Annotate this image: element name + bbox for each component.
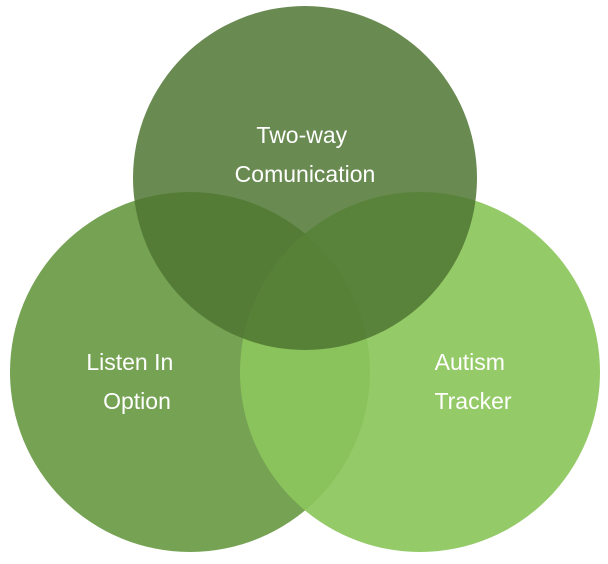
label-two-way-comunication: Two-way Comunication: [235, 122, 376, 187]
label-two-way-line-2: Comunication: [235, 161, 376, 187]
label-listen-line-2: Option: [103, 388, 171, 414]
label-autism-line-1: Autism: [435, 349, 505, 375]
label-listen-in-option: Listen In Option: [86, 349, 179, 414]
label-autism-tracker: Autism Tracker: [434, 349, 511, 414]
label-two-way-line-1: Two-way: [256, 122, 347, 148]
circle-two-way-comunication: [133, 6, 477, 350]
label-listen-line-1: Listen In: [86, 349, 173, 375]
label-autism-line-2: Tracker: [434, 388, 511, 414]
